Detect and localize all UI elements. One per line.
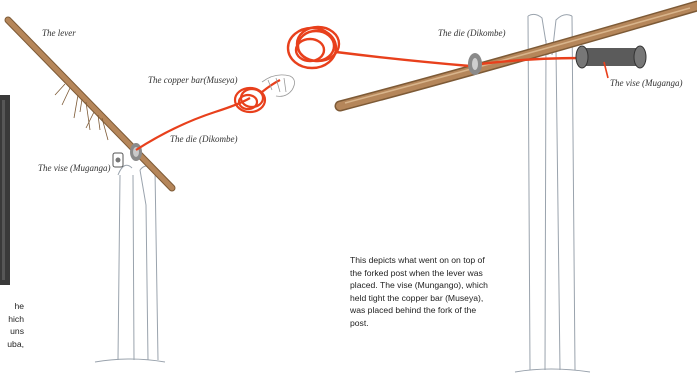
- label-lever: The lever: [42, 28, 76, 38]
- cropped-line: uba,: [0, 338, 24, 351]
- right-die: [468, 53, 482, 75]
- hand-sketch: [262, 75, 295, 97]
- caption-line: This depicts what went on on top of: [350, 254, 488, 267]
- left-die: [130, 143, 142, 161]
- label-vise-right: The vise (Muganga): [610, 78, 682, 88]
- label-die-left: The die (Dikombe): [170, 134, 237, 144]
- label-die-right: The die (Dikombe): [438, 28, 505, 38]
- caption-line: held tight the copper bar (Museya),: [350, 292, 488, 305]
- caption-line: post.: [350, 317, 488, 330]
- cropped-line: he: [0, 300, 24, 313]
- right-vise: [576, 46, 646, 78]
- caption-line: was placed behind the fork of the: [350, 304, 488, 317]
- left-forked-post: [95, 165, 165, 362]
- cropped-line: hich: [0, 313, 24, 326]
- cropped-line: uns: [0, 325, 24, 338]
- label-copper-bar: The copper bar(Museya): [148, 75, 237, 85]
- photo-strip-fragment: [0, 95, 10, 285]
- label-vise-left: The vise (Muganga): [38, 163, 110, 173]
- left-vise: [113, 153, 123, 167]
- caption-line: the forked post when the lever was: [350, 267, 488, 280]
- caption: This depicts what went on on top of the …: [350, 254, 488, 330]
- cropped-side-text: he hich uns uba,: [0, 300, 24, 350]
- right-forked-post: [515, 14, 590, 372]
- caption-line: placed. The vise (Mungango), which: [350, 279, 488, 292]
